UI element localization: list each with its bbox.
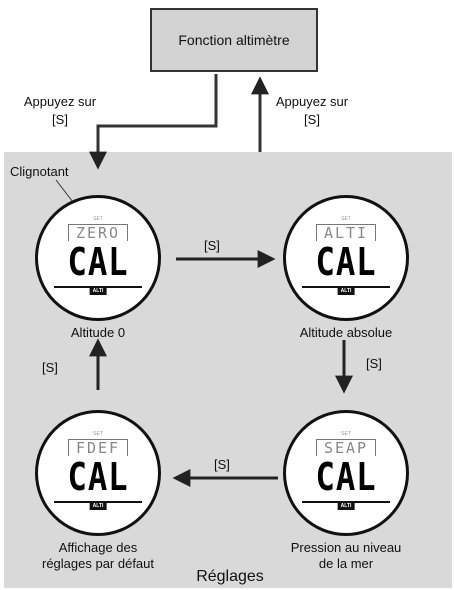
press-s-zero-to-alti: [S] [204, 238, 220, 253]
watch-alti: SET ALTI CAL ALTI [283, 195, 409, 321]
mode-display-fdef: FDEF [68, 439, 128, 456]
cal-display: CAL [315, 240, 377, 284]
settings-panel-title: Réglages [196, 568, 264, 585]
cal-display: CAL [67, 240, 129, 284]
cal-display: CAL [67, 455, 129, 499]
watch-zero: SET ZERO CAL ALTI [35, 195, 161, 321]
caption-fdef: Affichage des réglages par défaut [41, 540, 155, 571]
press-s-label-right: Appuyez sur [S] [275, 94, 349, 127]
mode-display-zero: ZERO [68, 224, 128, 241]
press-s-seap-to-fdef: [S] [214, 457, 230, 472]
alti-tag: ALTI [337, 288, 355, 295]
watch-fdef: SET FDEF CAL ALTI [35, 410, 161, 536]
mode-display-seap: SEAP [316, 439, 376, 456]
alti-tag: ALTI [337, 503, 355, 510]
caption-seap: Pression au niveau de la mer [290, 540, 402, 571]
mode-display-alti: ALTI [316, 224, 376, 241]
caption-alti: Altitude absolue [299, 325, 393, 340]
press-s-alti-to-seap: [S] [366, 356, 382, 371]
caption-zero: Altitude 0 [70, 325, 126, 340]
altimeter-function-box: Fonction altimètre [150, 8, 318, 72]
watch-seap: SET SEAP CAL ALTI [283, 410, 409, 536]
arrow-to-settings [89, 74, 218, 170]
cal-display: CAL [315, 455, 377, 499]
alti-tag: ALTI [89, 288, 107, 295]
blinking-label: Clignotant [10, 164, 69, 179]
altimeter-function-label: Fonction altimètre [178, 32, 290, 48]
alti-tag: ALTI [89, 503, 107, 510]
press-s-fdef-to-zero: [S] [42, 360, 58, 375]
press-s-label-left: Appuyez sur [S] [23, 94, 97, 127]
